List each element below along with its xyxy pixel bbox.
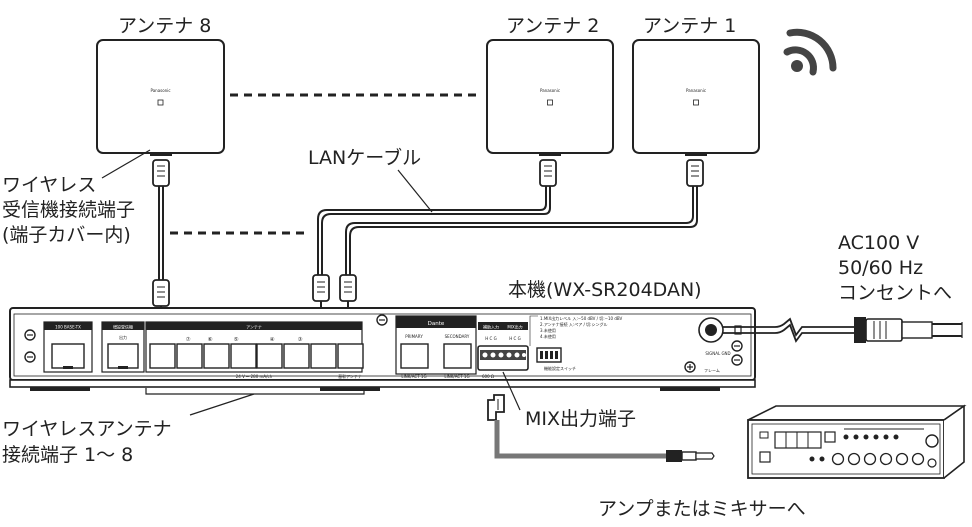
signal-gnd-label: SIGNAL GND [705,351,730,356]
mix-out-panel-label: MIX出力 [507,324,522,330]
mix-output-leader-line [502,371,521,411]
switch-legend-2: 2.アンテナ接続 入:ペア / 切:シングル [540,321,608,327]
secondary-label: SECONDARY [445,334,470,339]
lan-cable-antenna-2 [312,159,557,350]
main-unit-label: 本機(WX-SR204DAN) [508,279,702,301]
mix-output-plug [487,394,505,421]
power-spec-label: 24 V ⎓ 280 mA/ch [236,374,273,379]
base-tx-port [51,343,85,369]
lan-cable-leader-line [397,169,433,213]
antenna-1-label: アンテナ 1 [643,15,736,37]
antenna-2-brand: Panasonic [540,88,560,93]
port-label-5: ⑤ [234,337,239,343]
antenna-1: Panasonic [632,39,760,156]
antenna-terminals-bracket [145,388,365,395]
switch-legend-4: 4.未使用 [540,333,556,339]
receiver-terminal-leader-line [101,149,151,179]
hcg-in-label: H C G [485,336,496,341]
dante-primary-port [400,343,429,369]
port-label-4: ④ [270,337,275,343]
base-tx-label: 100 BASE-TX [55,325,81,330]
base-antenna-label: 基幹アンテナ [338,373,362,379]
balanced-in-label: 補助入力 [483,324,499,330]
antenna-2: Panasonic [486,39,614,156]
antenna-terminals-label-1: ワイヤレスアンテナ [2,418,172,440]
power-label-3: コンセントへ [838,282,952,304]
switch-legend-3: 3.未使用 [540,327,556,333]
power-label-2: 50/60 Hz [838,257,923,279]
antenna-1-brand: Panasonic [686,88,706,93]
receiver-terminal-label-1: ワイヤレス [2,174,96,196]
antenna-8: Panasonic [96,39,225,156]
port-label-7: ⑦ [186,336,191,343]
antenna-8-brand: Panasonic [150,88,170,93]
lan-cable-antenna-8 [152,159,170,326]
dante-secondary-port [443,343,472,369]
cascade-output-port [107,343,139,369]
audio-cable [494,420,668,459]
receiver-terminal-label-3: (端子カバー内) [2,224,131,246]
antenna-port-group-left [149,343,257,369]
power-label-1: AC100 V [838,232,919,254]
amplifier-mixer [747,404,967,479]
antenna-header-label: アンテナ [246,324,262,330]
port-label-3: ③ [298,337,303,343]
secondary-link-label: LINK/ACT 1G [444,374,469,379]
power-cord [723,317,963,343]
main-unit-rear-panel: 100 BASE-TX 増設受信機 出力 アンテナ ⑦ ⑥ ⑤ ④ ③ [9,307,756,391]
antenna-2-label: アンテナ 2 [506,15,599,37]
cascade-header-label: 増設受信機 [113,324,133,330]
frame-label: フレーム [704,368,720,373]
cascade-out-label: 出力 [119,334,127,340]
audio-cable-plug [666,450,715,462]
terminal-block [477,345,529,371]
antenna-8-label: アンテナ 8 [118,15,211,37]
amp-label: アンプまたはミキサーへ [598,498,806,520]
antenna-port-group-right [256,343,364,369]
primary-link-label: LINK/ACT 1G [401,374,426,379]
receiver-terminal-label-2: 受信機接続端子 [2,199,135,221]
lan-cable-antenna-1 [339,159,704,350]
mix-output-label: MIX出力端子 [525,408,636,430]
impedance-label: 600 Ω [482,374,494,379]
lan-cable-label: LANケーブル [308,146,421,169]
dante-label: Dante [428,321,445,327]
antenna-terminals-label-2: 接続端子 1〜 8 [2,444,133,466]
primary-label: PRIMARY [405,334,423,339]
hcg-out-label: H C G [509,336,520,341]
switch-label: 機能設定スイッチ [544,365,576,371]
wireless-signal-icon [783,28,837,76]
antenna-terminals-leader-line [189,393,255,416]
port-label-6: ⑥ [208,337,213,343]
switch-legend-1: 1.MIX出力レベル 入:−50 dBV / 切:−10 dBV [540,315,623,321]
